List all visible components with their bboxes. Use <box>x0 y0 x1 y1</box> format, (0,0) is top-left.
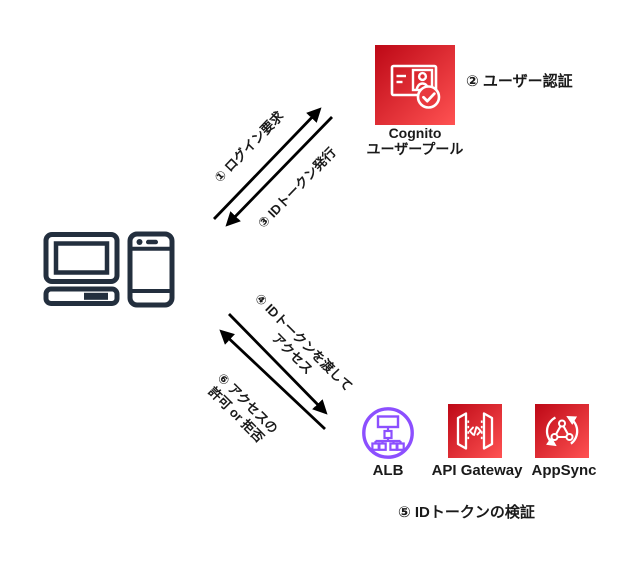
arrow-id-token-issue <box>225 116 334 227</box>
cognito-label: Cognito ユーザープール <box>350 125 480 157</box>
client-devices <box>43 231 175 309</box>
desktop-computer-icon <box>43 232 120 306</box>
cognito-node <box>375 45 455 125</box>
appsync-icon <box>545 416 579 447</box>
alb-label: ALB <box>372 462 404 479</box>
alb-node <box>360 405 416 461</box>
step2-label: ② ユーザー認証 <box>466 73 573 90</box>
appsync-label: AppSync <box>531 462 597 479</box>
client-devices-icon <box>43 231 175 308</box>
cognito-user-pool-icon <box>390 64 441 109</box>
arrow-access-with-token <box>227 313 328 415</box>
api-gateway-node <box>448 404 502 458</box>
cognito-label-line2: ユーザープール <box>366 140 464 157</box>
smartphone-icon <box>127 231 175 308</box>
api-gateway-label: API Gateway <box>431 462 523 479</box>
step5-label: ⑤ IDトークンの検証 <box>398 504 535 521</box>
cognito-label-line1: Cognito <box>388 125 442 141</box>
appsync-node <box>535 404 589 458</box>
alb-icon <box>362 407 414 459</box>
arrow-login-request <box>212 107 322 220</box>
arrow-allow-or-deny <box>219 329 326 431</box>
api-gateway-icon <box>456 412 494 450</box>
